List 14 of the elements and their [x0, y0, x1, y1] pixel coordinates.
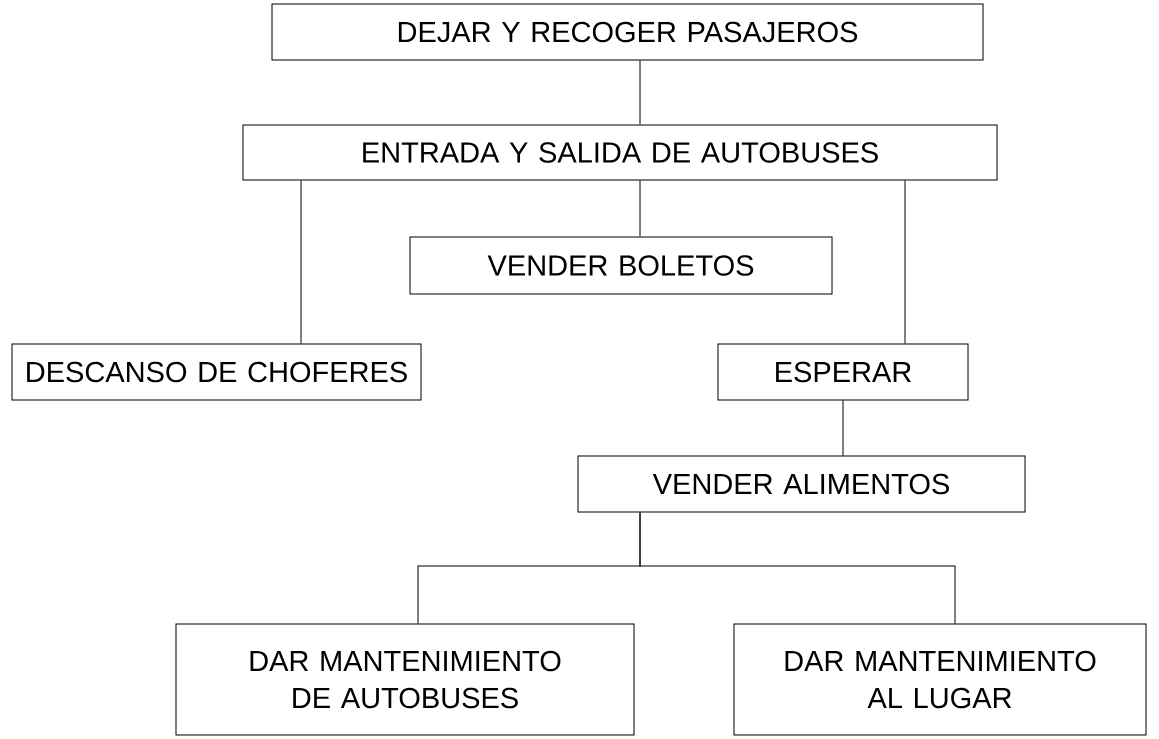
process-box: ENTRADA Y SALIDA DE AUTOBUSES — [242, 124, 998, 181]
process-box: DESCANSO DE CHOFERES — [11, 343, 422, 401]
process-box: DEJAR Y RECOGER PASAJEROS — [271, 3, 984, 61]
process-box: DAR MANTENIMIENTO AL LUGAR — [733, 623, 1147, 736]
connector-line — [639, 60, 641, 125]
connector-line — [639, 180, 641, 237]
process-box: VENDER ALIMENTOS — [577, 455, 1026, 513]
connector-line — [300, 180, 302, 344]
connector-line — [842, 400, 844, 456]
process-box: VENDER BOLETOS — [409, 236, 833, 295]
process-box: DAR MANTENIMIENTO DE AUTOBUSES — [175, 623, 635, 736]
connector-line — [639, 512, 956, 624]
connector-line — [904, 180, 906, 344]
process-box: ESPERAR — [717, 343, 969, 401]
